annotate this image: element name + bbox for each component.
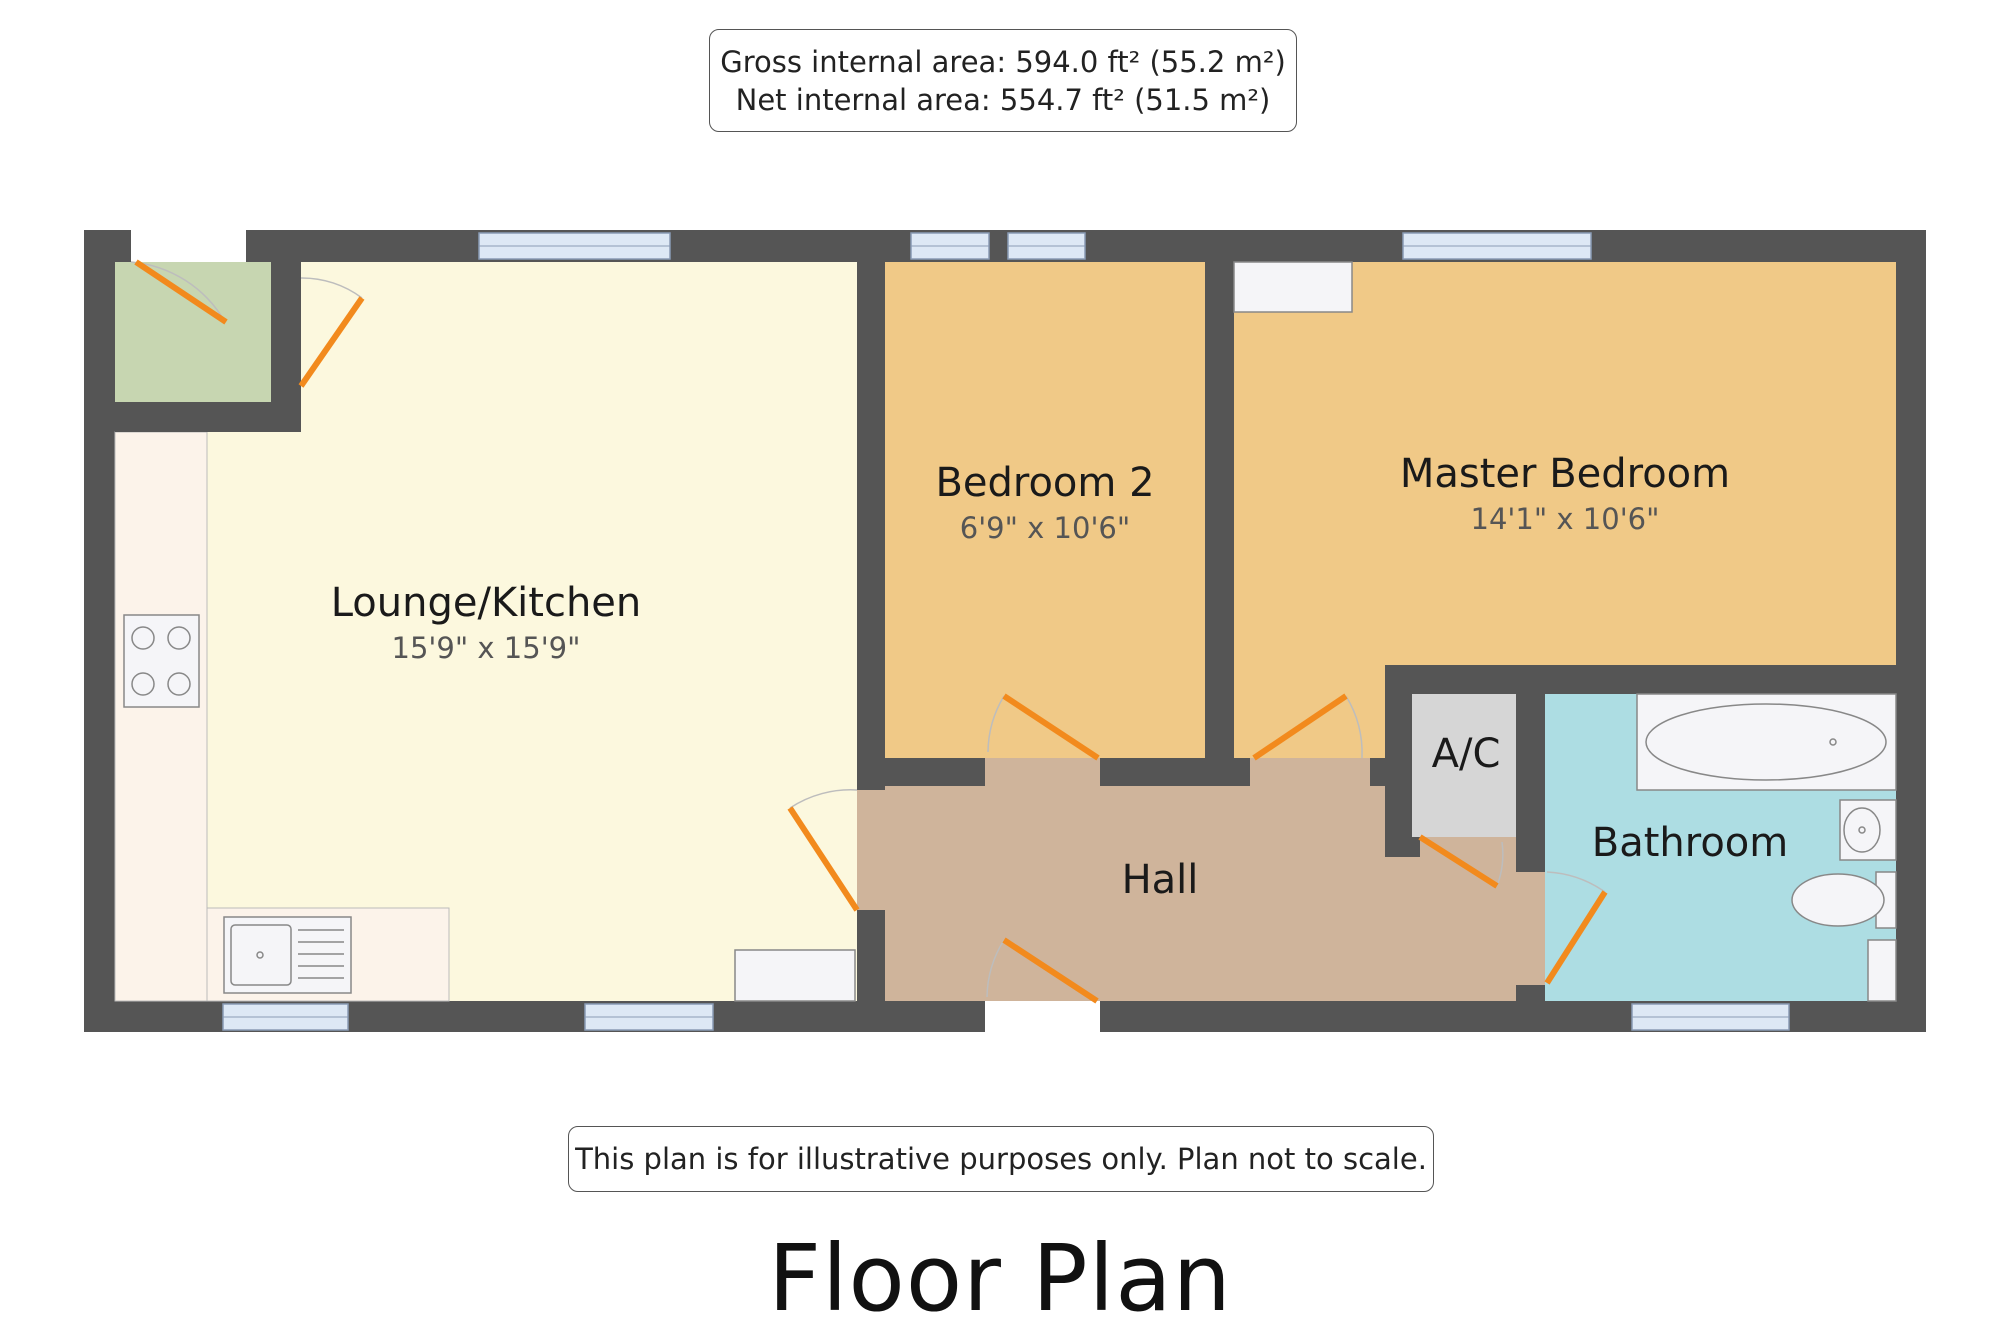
entry-wall-h — [115, 402, 301, 432]
bedroom-2-label: Bedroom 2 — [935, 460, 1154, 506]
ac-cupboard-floor — [1412, 694, 1516, 837]
wall-ac-bottom — [1385, 837, 1420, 857]
disclaimer-box: This plan is for illustrative purposes o… — [568, 1126, 1434, 1192]
bathroom-label: Bathroom — [1592, 820, 1788, 866]
bedroom-2-floor — [885, 262, 1205, 758]
master-wardrobe — [1233, 261, 1353, 313]
toilet — [1791, 871, 1897, 929]
wall-ac-left-stub — [1370, 758, 1412, 786]
ac-label: A/C — [1432, 731, 1501, 777]
hall-floor-left — [857, 790, 887, 910]
wall-lounge-hall-bottom — [857, 910, 885, 1001]
wall-master-bath-h — [1385, 665, 1896, 694]
entry-closet-floor — [115, 262, 271, 402]
wall-ac-bath — [1516, 665, 1545, 872]
doors — [130, 259, 1608, 1004]
wall-bed2-hall-2 — [1100, 758, 1250, 786]
wall-lounge-hall-top — [857, 262, 885, 790]
master-bedroom-label: Master Bedroom — [1400, 451, 1730, 497]
lounge-appliance — [734, 949, 856, 1002]
master-bedroom-dims: 14'1" x 10'6" — [1471, 502, 1660, 536]
area-info-box: Gross internal area: 594.0 ft² (55.2 m²)… — [709, 29, 1297, 132]
master-bedroom-floor — [1234, 262, 1896, 665]
front-door-opening — [985, 1001, 1100, 1032]
lounge-kitchen-dims: 15'9" x 15'9" — [392, 631, 581, 665]
wall-bed2-hall — [885, 758, 985, 786]
net-area-text: Net internal area: 554.7 ft² (51.5 m²) — [735, 82, 1271, 117]
entry-wall-v — [271, 262, 301, 402]
bath-cabinet — [1867, 939, 1897, 1002]
gross-area-text: Gross internal area: 594.0 ft² (55.2 m²) — [720, 44, 1286, 79]
floor-plan-title: Floor Plan — [768, 1225, 1232, 1332]
wall-ac-left — [1385, 665, 1412, 837]
wash-basin — [1839, 799, 1897, 861]
wall-hall-bath-stub — [1516, 985, 1545, 1001]
hall-label: Hall — [1122, 857, 1199, 903]
wall-bed2-master — [1205, 262, 1234, 758]
kitchen-sink — [223, 916, 352, 994]
hob — [123, 614, 200, 708]
entry-door-opening — [131, 230, 246, 262]
disclaimer-text: This plan is for illustrative purposes o… — [575, 1142, 1427, 1176]
kitchen-counter — [114, 431, 208, 1002]
lounge-kitchen-label: Lounge/Kitchen — [331, 580, 642, 626]
bathtub — [1636, 693, 1897, 791]
master-bedroom-nook — [1234, 665, 1385, 758]
bedroom-2-dims: 6'9" x 10'6" — [960, 511, 1130, 545]
